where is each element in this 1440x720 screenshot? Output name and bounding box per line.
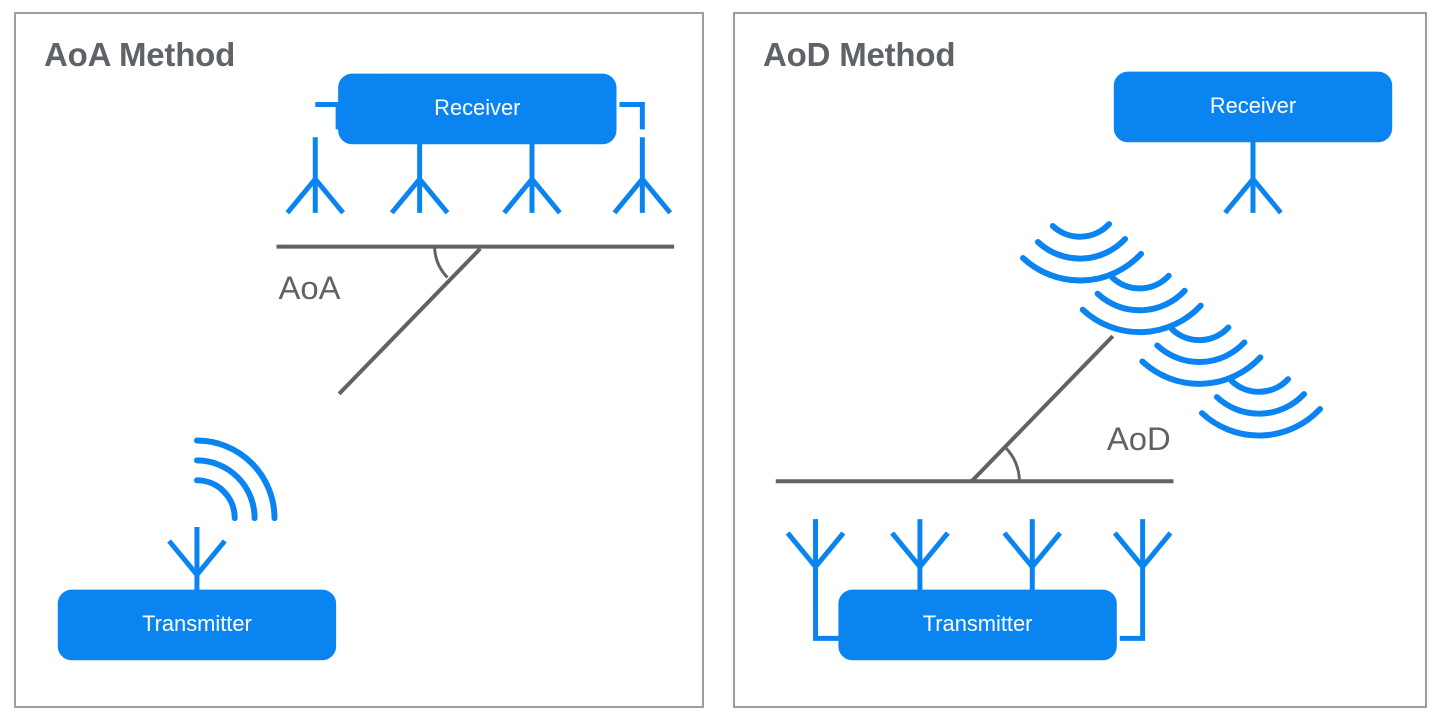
aod-beam-wavefront <box>1023 197 1320 470</box>
aoa-signal-ray <box>337 247 482 396</box>
aoa-receiver-box[interactable]: Receiver <box>338 73 617 145</box>
antenna-icon <box>788 519 844 610</box>
panel-aod-title: AoD Method <box>763 36 956 73</box>
aoa-angle-label: AoA <box>278 269 340 306</box>
antenna-icon <box>392 137 448 213</box>
aod-diagram-svg: Receiver AoD <box>775 71 1393 661</box>
aoa-receiver-label: Receiver <box>434 95 520 120</box>
aod-transmitter-box[interactable]: Transmitter <box>838 589 1117 661</box>
aod-angle-arc <box>1004 446 1021 482</box>
aod-transmitter-label: Transmitter <box>923 611 1033 636</box>
aoa-receiver-antenna-array <box>287 137 670 213</box>
panel-aoa-method: AoA Method <box>14 12 704 708</box>
aod-angle-label: AoD <box>1107 420 1171 457</box>
aoa-radio-waves-icon <box>197 441 275 519</box>
aod-receiver-antenna-icon <box>1225 137 1281 213</box>
antenna-icon <box>287 137 343 213</box>
aoa-angle-arc <box>433 246 449 279</box>
aoa-transmitter-box[interactable]: Transmitter <box>57 589 337 661</box>
antenna-icon <box>615 137 671 213</box>
aod-receiver-box[interactable]: Receiver <box>1113 71 1393 143</box>
panel-aoa-title: AoA Method <box>44 36 236 73</box>
aod-receiver-label: Receiver <box>1210 93 1296 118</box>
antenna-icon <box>504 137 560 213</box>
panel-aod-method: AoD Method <box>733 12 1427 708</box>
antenna-icon <box>1115 519 1171 610</box>
aoa-transmitter-label: Transmitter <box>142 611 252 636</box>
aod-signal-ray <box>970 334 1115 483</box>
aoa-diagram-svg: Receiver AoA <box>57 73 675 661</box>
